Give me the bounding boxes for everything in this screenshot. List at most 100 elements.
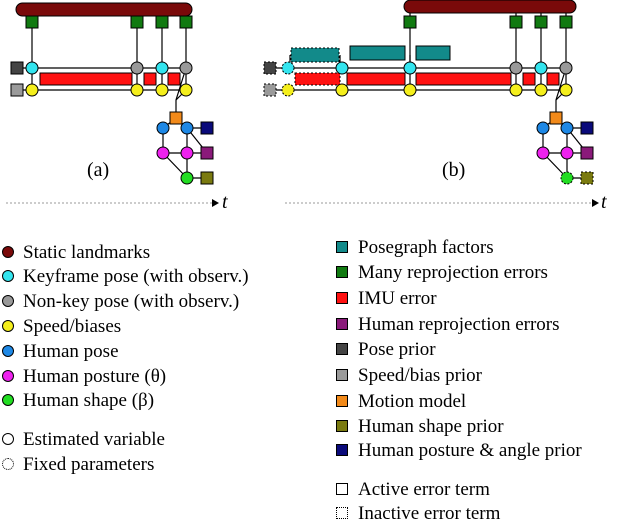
legend-right-row: Motion model [336,390,466,412]
imu-error-bar [546,72,560,86]
legend-left-row: Speed/biases [2,315,121,337]
legend-right-label: Speed/bias prior [358,364,483,386]
legend-left-row: Keyframe pose (with observ.) [2,265,249,287]
legend-right-row: Posegraph factors [336,236,494,258]
legend-right-swatch [336,318,348,330]
legend-left-row: Human posture (θ) [2,365,166,387]
legend-right-swatch [336,395,348,407]
posegraph-factor-inactive [290,47,340,63]
human-posture-node [560,146,574,160]
legend-right-row: Speed/bias prior [336,364,482,386]
legend-right-label: Human reprojection errors [358,313,560,335]
human-posture-prior-factor [580,121,594,135]
reprojection-factor [130,15,144,29]
legend-right-label: Human posture & angle prior [358,439,582,461]
human-reprojection-factor [580,146,594,160]
legend-right-row: IMU error [336,287,437,309]
panel-a-label: (a) [87,159,109,181]
legend-right-swatch [336,507,348,519]
human-pose-node [180,121,194,135]
keyframe-pose-node-fixed [281,61,295,75]
legend-right-row: Human reprojection errors [336,313,560,335]
legend-left-swatch [2,345,14,357]
legend-right-row: Inactive error term [336,502,500,524]
legend-right-row: Pose prior [336,338,436,360]
human-posture-node [156,146,170,160]
keyframe-pose-node [155,61,169,75]
keyframe-pose-node [25,61,39,75]
legend-right-swatch [336,241,348,253]
speed-bias-node [155,83,169,97]
human-pose-node [156,121,170,135]
imu-error-bar-inactive [294,72,341,86]
human-posture-node [180,146,194,160]
speed-prior-factor-inactive [263,83,277,97]
legend-right-label: IMU error [358,287,437,309]
legend-left-row: Estimated variable [2,428,165,450]
speed-bias-node [130,83,144,97]
posegraph-factor [415,45,451,61]
human-shape-node-fixed [560,171,574,185]
motion-model-factor [549,111,563,125]
reprojection-factor [25,15,39,29]
keyframe-pose-node [335,61,349,75]
imu-error-bar [522,72,536,86]
panel-b: (b) t [263,0,607,213]
panel-a-edges [18,13,208,179]
human-pose-node [560,121,574,135]
legend-right-swatch [336,420,348,432]
factor-graph-diagram: (a) t [6,0,607,213]
keyframe-pose-node [403,61,417,75]
legend-right-swatch [336,292,348,304]
legend-left-label: Human pose [23,340,119,362]
human-pose-node [536,121,550,135]
legend-left-label: Static landmarks [23,241,151,263]
panel-a: (a) t [6,2,228,213]
legend-left-swatch [2,320,14,332]
imu-error-bar [143,72,157,86]
legend-right-swatch [336,266,348,278]
legend-left-row: Human pose [2,340,119,362]
legend-left-swatch [2,458,14,470]
legend-right-label: Posegraph factors [358,236,494,258]
legend-left-row: Non-key pose (with observ.) [2,290,239,312]
reprojection-factor [403,15,417,29]
reprojection-factor [559,15,573,29]
nonkey-pose-node [179,61,193,75]
legend-left-label: Keyframe pose (with observ.) [23,265,249,287]
reprojection-factor [179,15,193,29]
human-shape-prior-factor-inactive [580,171,594,185]
legend-left-label: Estimated variable [23,428,165,450]
legend-right-label: Many reprojection errors [358,261,548,283]
human-shape-prior-factor [200,171,214,185]
speed-bias-node-fixed [281,83,295,97]
legend-left-row: Static landmarks [2,241,150,263]
legend-left-label: Human posture (θ) [23,365,167,387]
legend-left-row: Human shape (β) [2,389,154,411]
legend-left-row: Fixed parameters [2,453,154,475]
pose-prior-factor-inactive [263,61,277,75]
posegraph-factor [349,45,406,61]
legend-right-label: Inactive error term [358,502,501,524]
speed-bias-node [509,83,523,97]
legend-left-swatch [2,270,14,282]
time-axis-label-b: t [601,191,607,213]
panel-b-label: (b) [442,159,465,181]
legend-left-swatch [2,295,14,307]
legend-right-row: Human shape prior [336,415,504,437]
nonkey-pose-node [509,61,523,75]
legend-left-swatch [2,394,14,406]
imu-error-bar [346,72,406,86]
speed-bias-node [534,83,548,97]
legend-left-swatch [2,246,14,258]
speed-prior-factor [10,83,24,97]
speed-bias-node [25,83,39,97]
time-axis-label-a: t [222,191,228,213]
human-reprojection-factor [200,146,214,160]
time-axis-arrow [212,199,219,207]
landmark-bar-b [403,0,577,14]
speed-bias-node [403,83,417,97]
imu-error-bar [415,72,512,86]
